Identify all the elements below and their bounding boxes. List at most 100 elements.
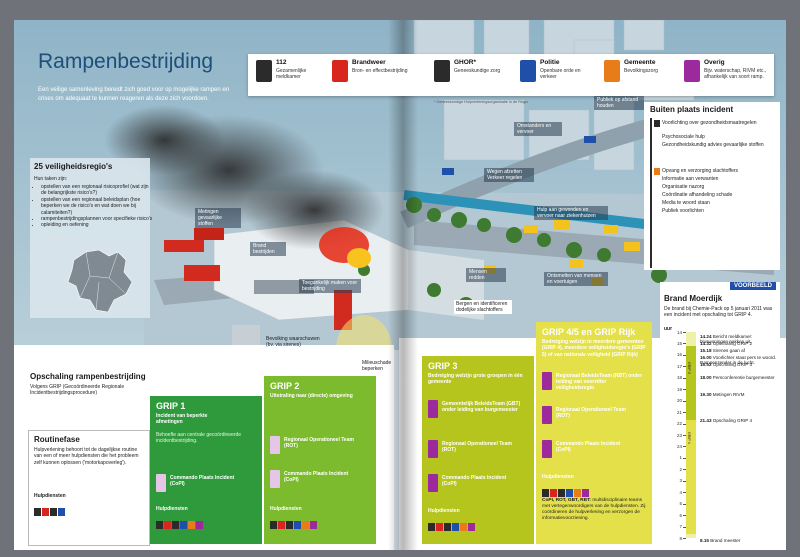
police-icon xyxy=(452,523,459,531)
medic-icon xyxy=(654,120,660,127)
event-time: 21.43 xyxy=(700,417,713,423)
medic-icon xyxy=(558,489,565,497)
headset-icon xyxy=(156,521,163,529)
legend-desc: Gezamenlijke meldkamer xyxy=(276,68,307,80)
routinefase-title: Routinefase xyxy=(34,435,80,444)
buiten-item: Psychosociale hulp xyxy=(662,134,705,140)
scale-tick-label: 3 xyxy=(679,478,682,484)
scale-tick-label: 20 xyxy=(676,398,682,404)
smoke-cloud xyxy=(104,105,384,268)
scale-tick-label: 7 xyxy=(679,524,682,530)
grip1-title: GRIP 1 xyxy=(156,401,186,411)
hulpdiensten-icons xyxy=(270,516,318,529)
team-label: Regionaal Operationeel Team (ROT) xyxy=(442,441,512,453)
callout-milieuschade: Milieuschade beperken xyxy=(362,360,392,372)
legend-desc: Bron- en effectbestrijding xyxy=(352,68,408,74)
regios-item: rampenbestrijdingsplannen voor specifiek… xyxy=(41,216,153,222)
event-time: 16.00 xyxy=(700,355,713,361)
moerdijk-panel: VOORBEELD Brand Moerdijk De brand bij Ch… xyxy=(660,282,780,544)
timeline-event: 14.32 Opschaling GRIP 2 xyxy=(700,341,780,349)
scale-tick xyxy=(683,446,686,448)
other-icon xyxy=(196,521,203,529)
scale-tick-label: 21 xyxy=(676,409,682,415)
buiten-list: Voorlichting over gezondheidsmaatregelen… xyxy=(650,118,778,268)
hulpdiensten-icons xyxy=(156,516,204,529)
grip4-team-rot: Regionaal Operationeel Team (ROT) xyxy=(542,406,646,428)
event-text: Brand meester xyxy=(710,538,741,544)
person-icon xyxy=(156,474,166,492)
hulpdiensten-icons xyxy=(428,518,476,531)
event-text: Opschaling GRIP 3 xyxy=(712,362,753,368)
regios-item: opstellen van een regionaal risicoprofie… xyxy=(41,184,153,197)
event-text: Persconferentie burgemeester xyxy=(712,375,775,381)
event-time: 18.00 xyxy=(700,375,713,381)
grip4-title: GRIP 4/5 en GRIP Rijk xyxy=(542,327,636,337)
headset-icon xyxy=(34,508,41,516)
grip3-panel: GRIP 3 Bedreiging welzijn grote groepen … xyxy=(422,356,534,544)
buiten-item: Organisatie nazorg xyxy=(662,184,705,190)
other-icon xyxy=(582,489,589,497)
legend-name: Politie xyxy=(540,59,560,66)
voorbeeld-badge: VOORBEELD xyxy=(730,282,777,290)
scale-tick xyxy=(683,423,686,425)
grip2-panel: GRIP 2 Uitstraling naar (directe) omgevi… xyxy=(264,376,376,544)
scale-tick-label: 1 xyxy=(679,455,682,461)
event-text: Bericht meldkamer: bluswoningen nakken u… xyxy=(700,334,753,345)
callout-omstanders: Omstanders en vervoer xyxy=(514,122,562,136)
scale-unit-label: uur xyxy=(664,326,673,332)
other-icon xyxy=(468,523,475,531)
grip4-team-copi: Commando Plaats Incident (CoPI) xyxy=(542,440,646,462)
police-icon xyxy=(180,521,187,529)
grip3-title: GRIP 3 xyxy=(428,361,458,371)
event-text: Opschaling GRIP 2 xyxy=(712,341,753,347)
team-label: Commando Plaats Incident (CoPI) xyxy=(556,441,621,453)
timeline-event: 16.52 Opschaling GRIP 3 xyxy=(700,362,780,370)
grip1-text: Behoefte aan centrale gecoördineerde inc… xyxy=(156,432,242,445)
moerdijk-title: Brand Moerdijk xyxy=(664,294,723,303)
team-label: Regionaal Operationeel Team (ROT) xyxy=(284,437,354,449)
scale-tick-label: 15 xyxy=(676,340,682,346)
grip3-team-gbt: Gemeentelijk BeleidsTeam (GBT) onder lei… xyxy=(428,400,528,422)
buiten-item: Coördinatie afhandeling schade xyxy=(662,192,733,198)
police-icon xyxy=(566,489,573,497)
team-label: Regionaal BeleidsTeam (RBT) onder leidin… xyxy=(556,373,643,391)
callout-publiek: Publiek op afstand houden xyxy=(594,96,644,110)
grip2-team-copi: Commando Plaats Incident (CoPI) xyxy=(270,470,370,492)
opschaling-title: Opschaling rampenbestrijding xyxy=(30,372,146,381)
legend-item-112: 112 Gezamenlijke meldkamer xyxy=(256,59,330,93)
grip2-title: GRIP 2 xyxy=(270,381,300,391)
scale-tick-label: 19 xyxy=(676,386,682,392)
buiten-item: Voorlichting over gezondheidsmaatregelen xyxy=(662,120,757,126)
legend-item-ghor: GHOR* Geneeskundige zorg xyxy=(434,59,516,93)
page-title: Rampenbestrijding xyxy=(38,50,214,73)
regios-item: opleiding en oefening xyxy=(41,222,153,228)
callout-brand: Brand bestrijden xyxy=(250,242,286,256)
municipality-icon xyxy=(302,521,309,529)
callout-bevolking: Bevolking waarschuwen (bv. via sirenes) xyxy=(266,336,320,348)
scale-tick xyxy=(683,343,686,345)
medic-icon xyxy=(172,521,179,529)
event-time: 8.15 xyxy=(700,538,711,544)
team-label: Commando Plaats Incident (CoPI) xyxy=(442,475,507,487)
regios-lead: Hun taken zijn: xyxy=(34,176,68,182)
opschaling-text: Volgens GRIP (Gecoördineerde Regionale I… xyxy=(30,384,125,397)
routinefase-text: Hulpverlening behoort tot de dagelijkse … xyxy=(34,447,139,466)
grip2-subtitle: Uitstraling naar (directe) omgeving xyxy=(270,393,353,399)
hulpdiensten-label: Hulpdiensten xyxy=(542,474,574,480)
headset-icon xyxy=(270,521,277,529)
hulpdiensten-icons xyxy=(542,484,590,497)
buiten-item: Informatie aan verwanten xyxy=(662,176,719,182)
scale-tick-label: 5 xyxy=(679,501,682,507)
firefighter-icon xyxy=(332,60,348,82)
buiten-item: Gezondheidskundig advies gevaarlijke sto… xyxy=(662,142,764,148)
scale-tick xyxy=(683,377,686,379)
grip2-team-rot: Regionaal Operationeel Team (ROT) xyxy=(270,436,370,458)
other-icon xyxy=(310,521,317,529)
timeline-event: 14.24 Bericht meldkamer: bluswoningen na… xyxy=(700,334,780,345)
buiten-item: Opvang en verzorging slachtoffers xyxy=(662,168,739,174)
scale-tick xyxy=(683,503,686,505)
hulpdiensten-label: Hulpdiensten xyxy=(428,508,460,514)
scale-tick xyxy=(683,400,686,402)
callout-metingen: Metingen gevaarlijke stoffen xyxy=(195,208,241,228)
person-icon xyxy=(428,440,438,458)
